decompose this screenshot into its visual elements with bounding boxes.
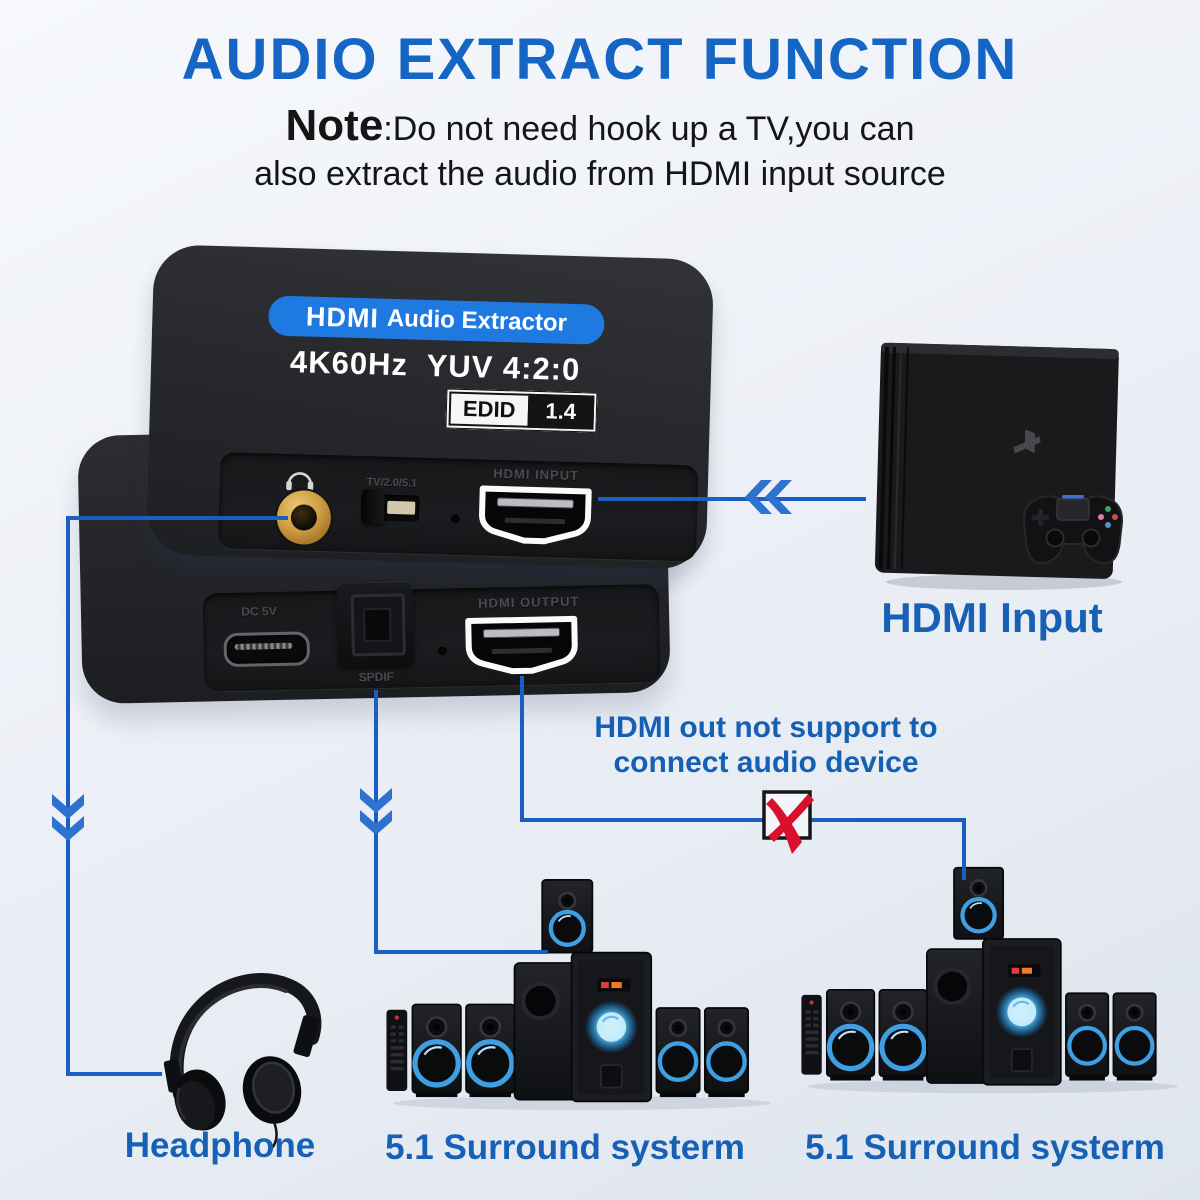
- hdmi-input-callout: HDMI Input: [881, 594, 1103, 641]
- headphone-line-vertical: [66, 516, 70, 1076]
- hdmi-output-port: [465, 615, 578, 675]
- surround-left-label: 5.1 Surround systerm: [385, 1128, 745, 1167]
- spdif-optical-port: [336, 581, 415, 667]
- ps4-console: [874, 342, 1124, 590]
- edid-value: 1.4: [527, 393, 595, 430]
- spdif-label: SPDIF: [358, 669, 395, 685]
- usb-c-power-port: [223, 631, 311, 668]
- audio-mode-switch: [360, 489, 420, 524]
- hdmi-input-port: [479, 485, 592, 545]
- surround-system-right: [798, 866, 1188, 1095]
- headphone-icon: [286, 472, 314, 491]
- spdif-line-horizontal: [374, 950, 548, 954]
- hdmi-input-line: [598, 497, 866, 501]
- headphone-line-horizontal: [66, 516, 288, 520]
- headphone-line-end: [66, 1072, 162, 1076]
- hdmi-out-warning: HDMI out not support to connect audio de…: [520, 710, 1012, 781]
- surround-system-left: [383, 878, 781, 1112]
- extractor-bottom-unit: DC 5V SPDIF HDMI OUTPUT: [77, 423, 671, 705]
- edid-label: EDID: [448, 391, 528, 428]
- headphone-image: [163, 973, 322, 1149]
- hdmi-out-line-down: [520, 676, 524, 822]
- reset-pinhole: [437, 646, 447, 656]
- page-title: AUDIO EXTRACT FUNCTION: [181, 27, 1019, 92]
- edid-badge: EDID 1.4: [445, 388, 598, 433]
- warning-line1: HDMI out not support to: [594, 711, 938, 744]
- note-prefix: Note: [285, 101, 384, 150]
- note-text: Note:Do not need hook up a TV,you can al…: [0, 98, 1200, 196]
- spec-text: 4K60Hz YUV 4:2:0: [289, 344, 581, 388]
- hdmi-out-line-across: [520, 818, 966, 822]
- top-port-panel: TV/2.0/5.1 HDMI INPUT: [217, 452, 699, 562]
- spdif-line-vertical: [374, 690, 378, 954]
- dc-5v-label: DC 5V: [241, 604, 277, 619]
- warning-line2: connect audio device: [613, 746, 919, 780]
- led-pinhole: [450, 514, 460, 524]
- product-badge: HDMI Audio Extractor: [267, 295, 605, 345]
- surround-right-label: 5.1 Surround systerm: [805, 1128, 1165, 1167]
- note-line2: also extract the audio from HDMI input s…: [254, 155, 946, 193]
- bottom-port-panel: DC 5V SPDIF HDMI OUTPUT: [202, 581, 661, 692]
- headphone-label: Headphone: [124, 1126, 316, 1165]
- note-line1: :Do not need hook up a TV,you can: [383, 110, 915, 148]
- ps4-controller: [1022, 494, 1124, 565]
- chevron-left-icon: [745, 480, 792, 514]
- chevron-down-icon: [360, 788, 392, 835]
- extractor-top-unit: HDMI Audio Extractor 4K60Hz YUV 4:2:0 ED…: [145, 244, 715, 570]
- hdmi-logo-text: HDMI: [305, 301, 380, 334]
- product-name: Audio Extractor: [386, 304, 568, 337]
- hdmi-out-line-end: [962, 818, 966, 880]
- chevron-down-icon: [52, 794, 84, 841]
- not-supported-cross-icon: [762, 790, 814, 854]
- audio-mode-switch-label: TV/2.0/5.1: [366, 476, 418, 490]
- hdmi-output-label: HDMI OUTPUT: [478, 593, 580, 611]
